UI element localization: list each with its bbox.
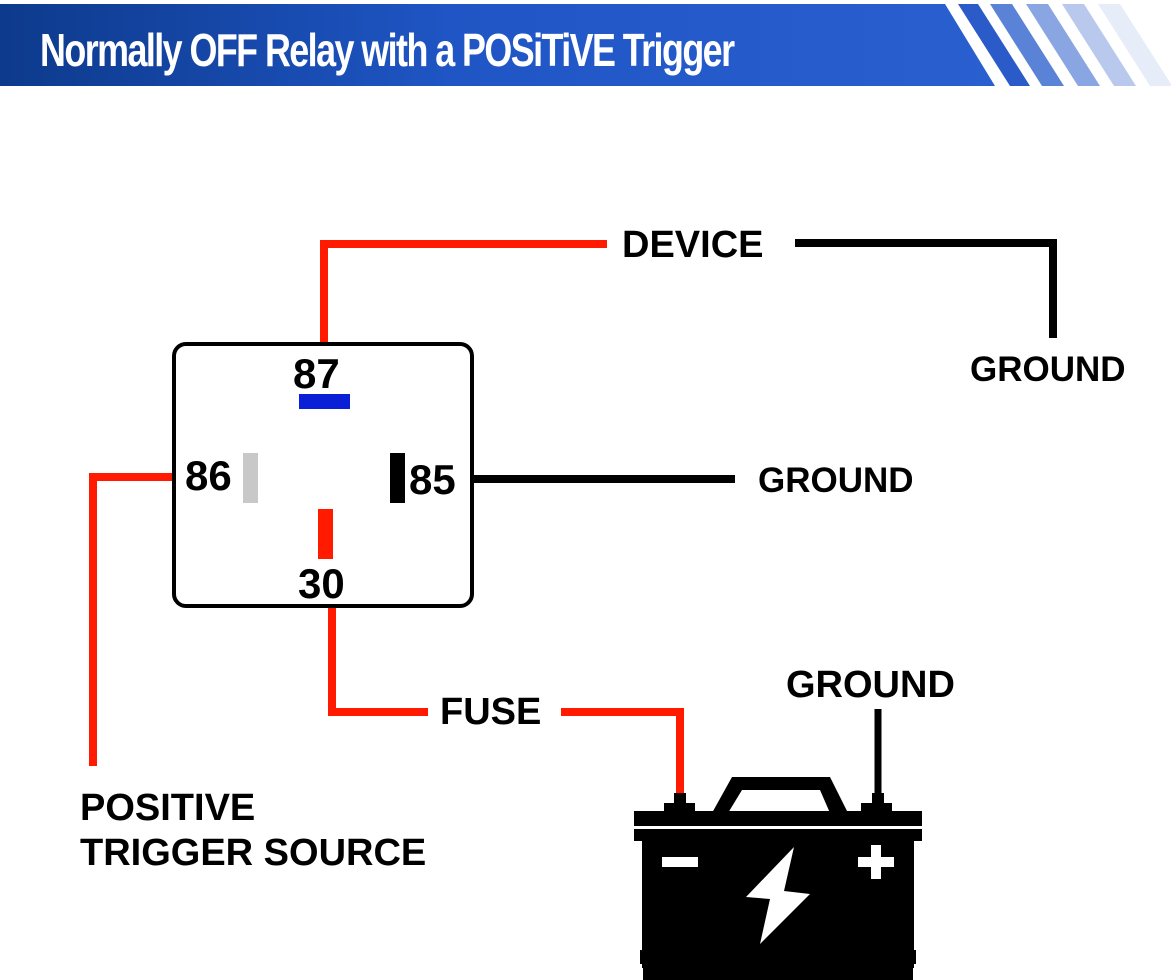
banner-stripe-2 [990, 4, 1064, 86]
pin-30-marker [318, 509, 333, 559]
trigger-source-label-line1: POSITIVE [80, 787, 256, 829]
battery-plus-vertical [871, 845, 881, 879]
wire-fuse-to-battery [561, 708, 684, 795]
pin-87-marker [299, 394, 350, 409]
battery-terminal-positive-base [861, 803, 892, 813]
pin-85-label: 85 [409, 456, 456, 503]
fuse-label: FUSE [440, 691, 542, 733]
battery-base-bottom [643, 967, 913, 980]
banner-stripe-4 [1062, 4, 1136, 86]
wire-30-to-fuse [328, 607, 428, 716]
wire-87-to-device [320, 240, 607, 343]
battery-handle [712, 777, 848, 813]
banner-main-shape [0, 4, 995, 86]
pin-30-label: 30 [298, 560, 345, 607]
pin-85-marker [390, 453, 405, 503]
banner-stripe-3 [1026, 4, 1100, 86]
relay-box [172, 342, 474, 608]
trigger-source-label-line2: TRIGGER SOURCE [80, 832, 427, 874]
battery-lid [634, 811, 922, 826]
wire-device-to-ground [795, 239, 1057, 338]
banner-stripe-1 [958, 4, 1030, 86]
banner-stripe-5 [1098, 4, 1171, 86]
battery-icon [634, 777, 922, 980]
battery-terminal-positive [872, 793, 884, 803]
pin-86-marker [243, 453, 258, 503]
wire-86-to-trigger [89, 473, 174, 766]
battery-terminal-negative [674, 793, 686, 803]
battery-ground-label: GROUND [786, 664, 955, 706]
device-ground-label: GROUND [970, 350, 1126, 389]
pin-86-label: 86 [185, 452, 232, 499]
lightning-bolt-icon [746, 847, 810, 944]
battery-lid-lower [634, 829, 922, 841]
banner-background [0, 4, 1171, 86]
battery-base-top [640, 950, 916, 964]
device-label: DEVICE [622, 224, 764, 266]
battery-minus-icon [662, 857, 698, 867]
battery-terminal-negative-base [664, 803, 695, 813]
page-title: Normally OFF Relay with a POSiTiVE Trigg… [40, 24, 735, 76]
title-banner: Normally OFF Relay with a POSiTiVE Trigg… [0, 4, 1171, 86]
relay-ground-label: GROUND [758, 461, 914, 500]
pin-87-label: 87 [293, 350, 340, 397]
